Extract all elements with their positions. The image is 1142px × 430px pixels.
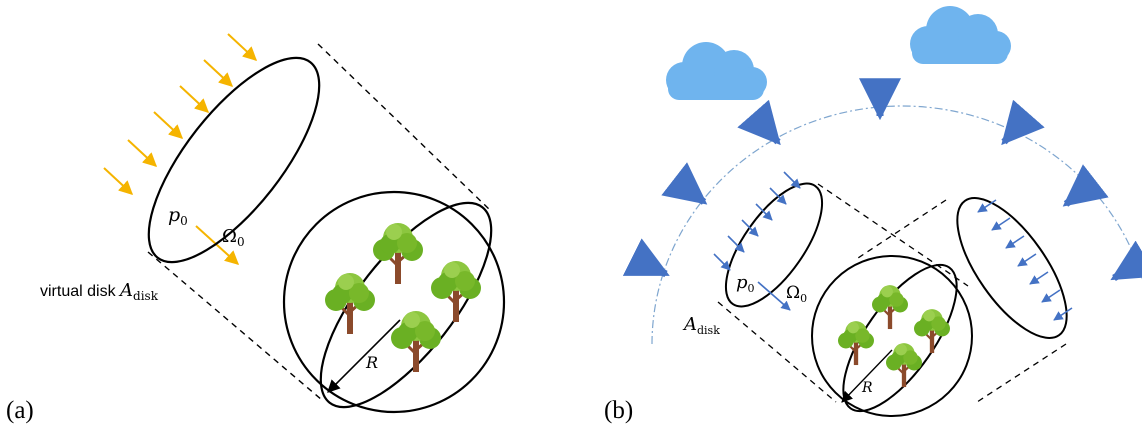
panel-b: p0 Ω0 Adisk R (b) [604, 6, 1142, 424]
canopy-sphere [811, 255, 973, 417]
panel-a: p0 Ω0 virtual disk Adisk R (a) [6, 33, 506, 424]
sky-hemisphere [651, 105, 1142, 345]
virtual-disk-label: virtual disk Adisk [40, 280, 159, 303]
sky-radiance-arrow [622, 238, 670, 278]
cloud-icon [910, 6, 1011, 64]
projection-line-bottom [147, 251, 323, 401]
projection-line-top [317, 43, 491, 211]
radius-label: R [861, 380, 873, 396]
p0-label: p0 [168, 204, 188, 228]
sun-ray-arrow [153, 111, 184, 139]
radius-label: R [365, 353, 378, 372]
virtual-disk-right [956, 197, 1068, 339]
omega0-label: Ω0 [222, 226, 245, 249]
sun-ray-arrows [103, 33, 258, 265]
sky-radiance-arrow [1062, 164, 1109, 207]
a-disk-label: Adisk [682, 314, 720, 337]
incident-arrows-right [977, 199, 1073, 321]
tree-icon [323, 271, 377, 336]
sphere-cross-section [842, 263, 958, 413]
sun-ray-arrow [103, 167, 134, 195]
tree-icon [836, 320, 876, 367]
virtual-disk [147, 56, 321, 264]
incident-arrows-left [713, 171, 801, 311]
tree-icon [389, 309, 443, 374]
p0-label: p0 [736, 272, 755, 295]
tree-icon [870, 284, 910, 331]
sky-radiance-arrow [1001, 99, 1045, 146]
sky-radiance-arrow [1110, 240, 1142, 282]
radius-arrow [327, 319, 401, 393]
sphere-cross-section [319, 201, 493, 409]
cloud-icon [666, 42, 767, 100]
omega0-label: Ω0 [786, 283, 807, 305]
tree-icon [371, 221, 425, 286]
sky-radiance-arrow [737, 99, 781, 146]
sun-ray-arrow [227, 33, 258, 61]
panel-a-label: (a) [6, 397, 34, 424]
sun-ray-arrow [127, 139, 158, 167]
canopy-sphere [282, 190, 506, 414]
sun-ray-arrow [195, 225, 240, 265]
tree-icon [912, 308, 952, 355]
sky-radiance-arrow [661, 162, 708, 205]
panel-b-label: (b) [604, 397, 633, 424]
sky-radiance-arrows [622, 78, 1142, 282]
sun-ray-arrow [203, 59, 234, 87]
tree-icon [429, 259, 483, 324]
sun-ray-arrow [179, 85, 210, 113]
radius-arrow [841, 349, 893, 403]
projection-lines [717, 183, 1067, 405]
